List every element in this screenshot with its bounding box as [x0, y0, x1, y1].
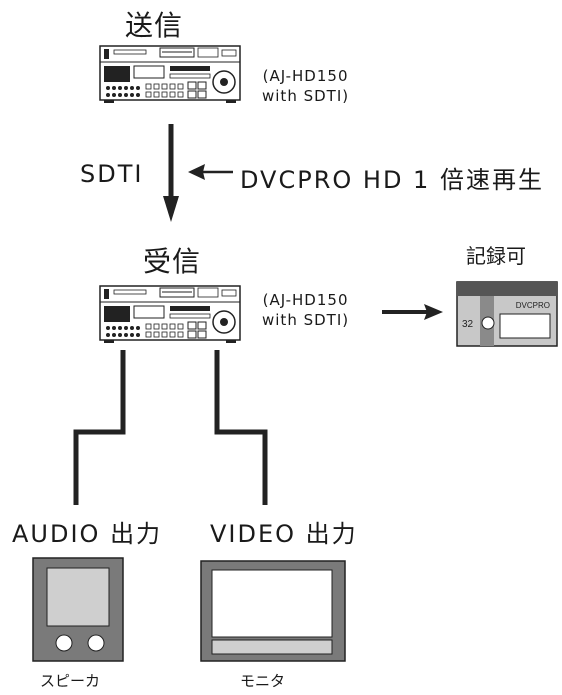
- sdti-label: SDTI: [80, 160, 144, 188]
- record-arrow-icon: [382, 304, 443, 320]
- receiver-title: 受信: [143, 245, 202, 278]
- monitor-icon: [200, 560, 346, 662]
- sender-model-line1: (AJ-HD150: [262, 67, 349, 85]
- receiver-vtr-icon: [99, 285, 241, 344]
- receiver-model-line2: with SDTI): [262, 311, 350, 329]
- tape-brand-label: DVCPRO: [516, 301, 550, 310]
- playback-arrow-icon: [188, 164, 233, 180]
- speaker-label: スピーカ: [40, 672, 101, 690]
- sdti-arrow-icon: [163, 124, 179, 222]
- monitor-label: モニタ: [240, 672, 286, 690]
- audio-output-label: AUDIO 出力: [12, 520, 163, 548]
- sender-title: 送信: [125, 9, 184, 42]
- sender-vtr-icon: [99, 45, 241, 104]
- receiver-model-line1: (AJ-HD150: [262, 291, 349, 309]
- receiver-model-label: (AJ-HD150 with SDTI): [262, 290, 349, 330]
- sender-model-line2: with SDTI): [262, 87, 350, 105]
- speaker-icon: [32, 557, 124, 662]
- tape-number-label: 32: [462, 319, 474, 330]
- audio-cable: [73, 350, 126, 505]
- video-output-label: VIDEO 出力: [210, 520, 358, 548]
- video-cable: [214, 350, 268, 505]
- dvcpro-tape-icon: DVCPRO 32: [456, 281, 558, 347]
- sender-model-label: (AJ-HD150 with SDTI): [262, 66, 349, 106]
- recordable-label: 記録可: [466, 244, 526, 268]
- playback-mode-label: DVCPRO HD 1 倍速再生: [240, 166, 544, 194]
